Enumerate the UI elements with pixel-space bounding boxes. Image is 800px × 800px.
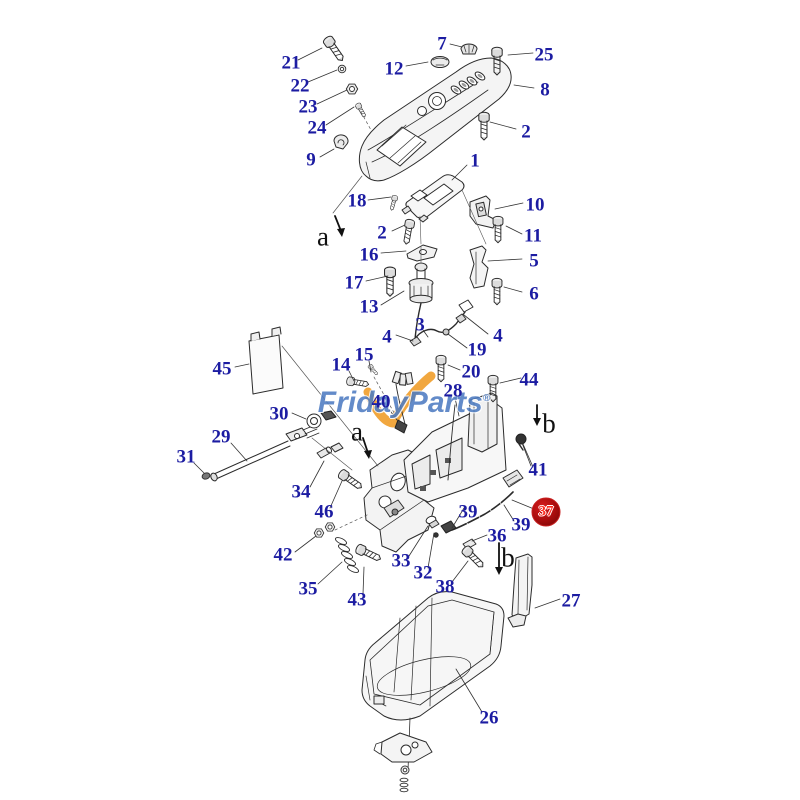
part-label-28: 28 [443, 380, 463, 402]
part-label-35: 35 [298, 578, 318, 600]
part-label-24: 24 [307, 117, 327, 139]
part-label-42: 42 [273, 544, 293, 566]
lower-case-drawing [361, 553, 533, 793]
watermark-text-left: Friday [317, 386, 408, 419]
part-label-46: 46 [314, 501, 334, 523]
part-label-43: 43 [347, 589, 367, 611]
part-label-21: 21 [281, 52, 301, 74]
part-label-45: 45 [212, 358, 232, 380]
ref-letter-a-lower: a [351, 416, 363, 447]
part-label-8: 8 [540, 79, 550, 101]
ref-letter-b-lower: b [501, 542, 515, 573]
part-label-12: 12 [384, 58, 404, 80]
ref-letter-a-upper: a [317, 221, 329, 252]
mount-plate-drawing [403, 374, 527, 503]
part-label-14: 14 [331, 354, 351, 376]
leader-lines [193, 43, 561, 713]
part-label-20: 20 [461, 361, 481, 383]
ref-arrows [334, 215, 541, 575]
part-label-1: 1 [470, 150, 480, 172]
part-label-32: 32 [413, 562, 433, 584]
plate-and-valve-drawing [384, 174, 504, 306]
part-label-30: 30 [269, 403, 289, 425]
part-label-26: 26 [479, 707, 499, 729]
part-label-31: 31 [176, 446, 196, 468]
part-label-33: 33 [391, 550, 411, 572]
part-label-22: 22 [290, 75, 310, 97]
left-parts-drawing [201, 326, 384, 573]
harness-drawing [345, 299, 474, 434]
watermark-registered-icon: ® [482, 393, 491, 404]
ref-letter-b-upper: b [542, 408, 556, 439]
part-label-4-left: 4 [382, 326, 392, 348]
part-label-9: 9 [306, 149, 316, 171]
part-label-41: 41 [528, 459, 548, 481]
watermark: FridayParts® [318, 388, 490, 418]
part-label-19: 19 [467, 339, 487, 361]
part-label-17: 17 [344, 272, 364, 294]
part-label-6: 6 [529, 283, 539, 305]
part-label-36: 36 [487, 525, 507, 547]
part-label-10: 10 [525, 194, 545, 216]
highlight-badge-37: 37 [531, 497, 561, 527]
part-label-18: 18 [347, 190, 367, 212]
part-label-39-upper: 39 [458, 501, 478, 523]
part-label-34: 34 [291, 481, 311, 503]
part-label-7: 7 [437, 33, 447, 55]
part-label-3: 3 [415, 314, 425, 336]
construction-lines [281, 111, 398, 531]
part-label-2-top: 2 [521, 121, 531, 143]
part-label-2-mid: 2 [377, 222, 387, 244]
part-label-23: 23 [298, 96, 318, 118]
part-label-13: 13 [359, 296, 379, 318]
part-label-4-right: 4 [493, 325, 503, 347]
part-label-44: 44 [519, 369, 539, 391]
watermark-swoosh-icon [363, 371, 436, 428]
part-label-11: 11 [524, 225, 542, 247]
part-label-27: 27 [561, 590, 581, 612]
part-label-5: 5 [529, 250, 539, 272]
cable-39-drawing [433, 469, 524, 571]
part-label-38: 38 [435, 576, 455, 598]
watermark-text-right: Parts [407, 386, 483, 419]
part-label-25: 25 [534, 44, 554, 66]
part-label-40: 40 [371, 391, 391, 413]
part-label-15: 15 [354, 344, 374, 366]
part-label-29: 29 [211, 426, 231, 448]
part-label-39-lower: 39 [511, 514, 531, 536]
top-cover-drawing [321, 34, 512, 182]
part-label-16: 16 [359, 244, 379, 266]
